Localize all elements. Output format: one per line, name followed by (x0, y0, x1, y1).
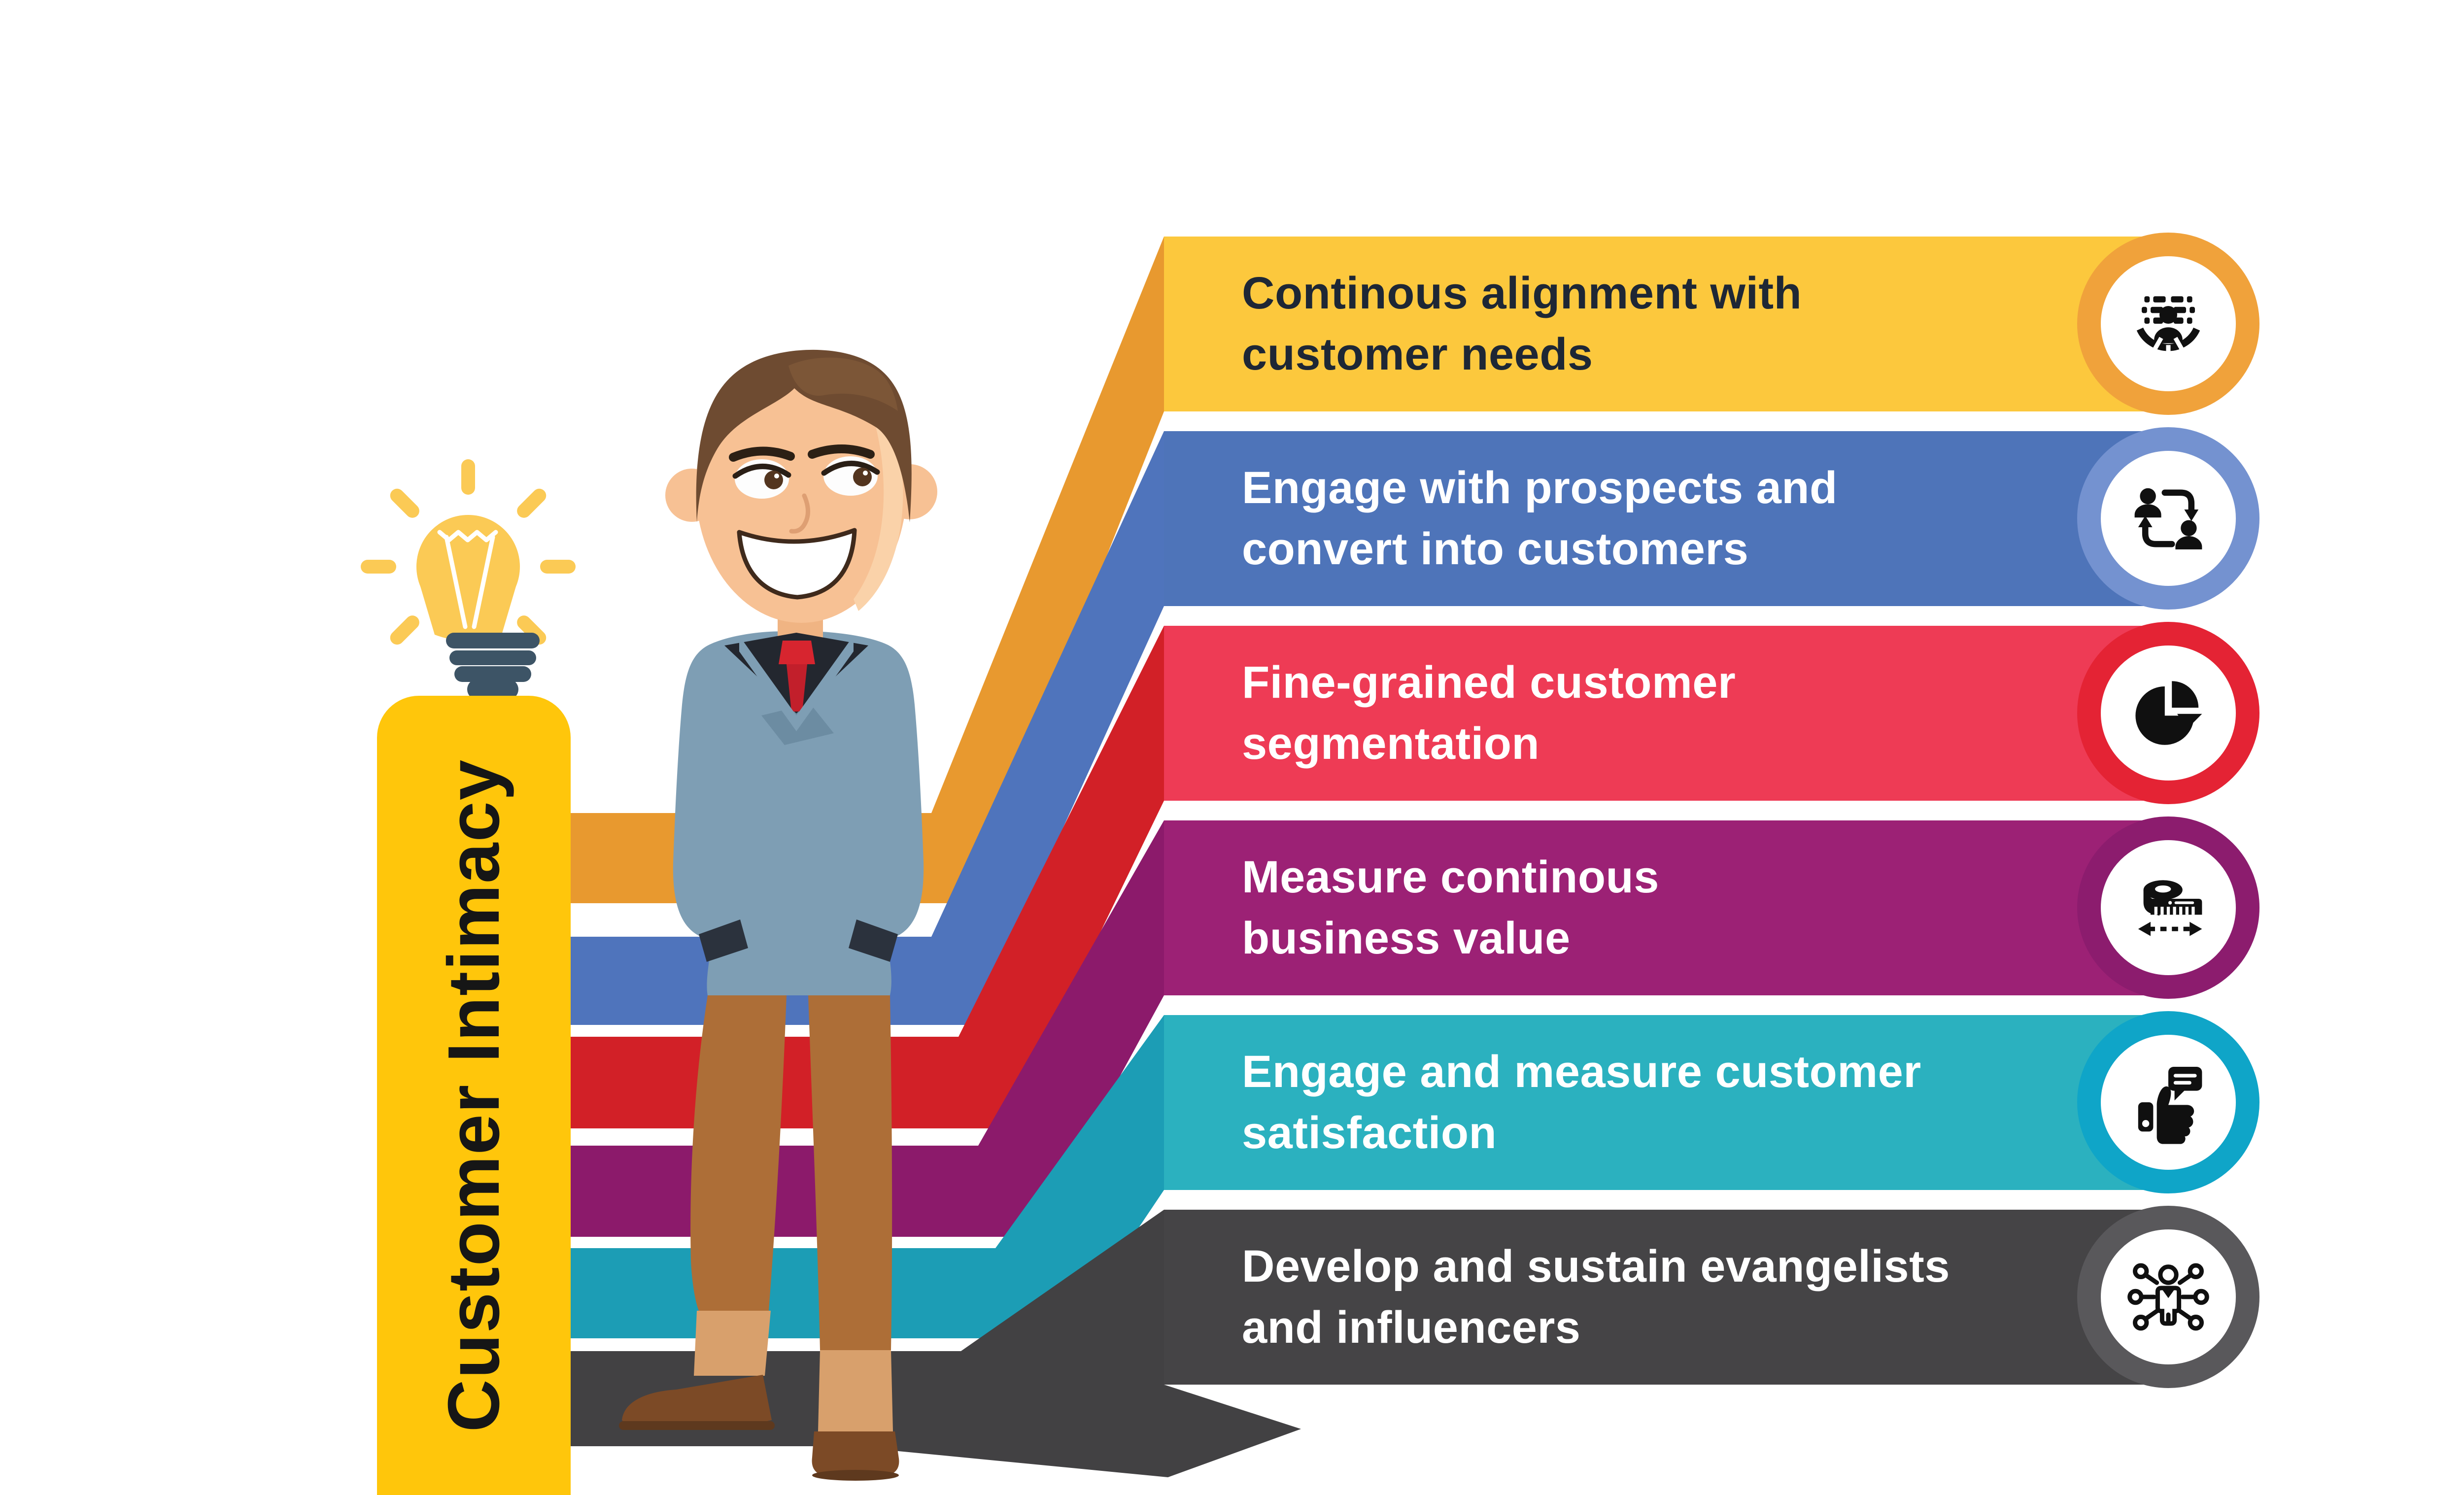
item-text-5: Engage and measure customer satisfaction (1164, 1042, 1921, 1163)
item-bar-1: Continous alignment with customer needs (1164, 233, 2259, 415)
item-text-4: Measure continous business value (1164, 847, 1659, 969)
item-5-line1: Engage and measure customer (1242, 1047, 1921, 1097)
customer-alignment-icon (2136, 296, 2200, 359)
item-icon-circle-4 (2077, 816, 2259, 999)
influencer-network-icon (2127, 1263, 2209, 1331)
connector-band-2 (542, 431, 1164, 1025)
item-icon-circle-2 (2077, 427, 2259, 610)
item-5-line2: satisfaction (1242, 1107, 1497, 1158)
item-icon-circle-1 (2077, 233, 2259, 415)
item-bar-5: Engage and measure customer satisfaction (1164, 1011, 2259, 1193)
item-3-line1: Fine-grained customer (1242, 657, 1736, 708)
item-2-line2: convert into customers (1242, 523, 1749, 574)
page-title: Customer Intimacy (433, 758, 514, 1432)
measure-tape-icon (2138, 880, 2202, 936)
item-text-2: Engage with prospects and convert into c… (1164, 458, 1838, 579)
segmentation-pie-icon (2135, 681, 2202, 745)
item-2-line1: Engage with prospects and (1242, 463, 1838, 513)
item-3-line2: segmentation (1242, 718, 1540, 769)
item-1-line1: Continous alignment with (1242, 268, 1802, 319)
item-1-line2: customer needs (1242, 329, 1593, 379)
item-bar-6: Develop and sustain evangelists and infl… (1164, 1206, 2259, 1388)
item-icon-circle-5 (2077, 1011, 2259, 1193)
connector-band-3 (542, 626, 1164, 1128)
man-illustration (619, 349, 937, 1481)
item-6-line1: Develop and sustain evangelists (1242, 1241, 1950, 1292)
item-bar-4: Measure continous business value (1164, 816, 2259, 999)
prospect-conversion-icon (2134, 488, 2202, 549)
item-text-6: Develop and sustain evangelists and infl… (1164, 1236, 1950, 1358)
title-banner: Customer Intimacy (377, 696, 571, 1495)
item-4-line1: Measure continous (1242, 852, 1659, 903)
lightbulb-icon (361, 459, 576, 700)
connector-band-1 (542, 237, 1164, 903)
item-text-1: Continous alignment with customer needs (1164, 263, 1802, 385)
satisfaction-thumbs-up-icon (2138, 1067, 2202, 1144)
item-6-line2: and influencers (1242, 1302, 1581, 1353)
item-text-3: Fine-grained customer segmentation (1164, 652, 1736, 774)
item-icon-circle-6 (2077, 1206, 2259, 1388)
item-4-line2: business value (1242, 913, 1571, 963)
item-bar-2: Engage with prospects and convert into c… (1164, 427, 2259, 610)
item-icon-circle-3 (2077, 622, 2259, 804)
item-bar-3: Fine-grained customer segmentation (1164, 622, 2259, 804)
connector-band-4 (542, 820, 1164, 1237)
